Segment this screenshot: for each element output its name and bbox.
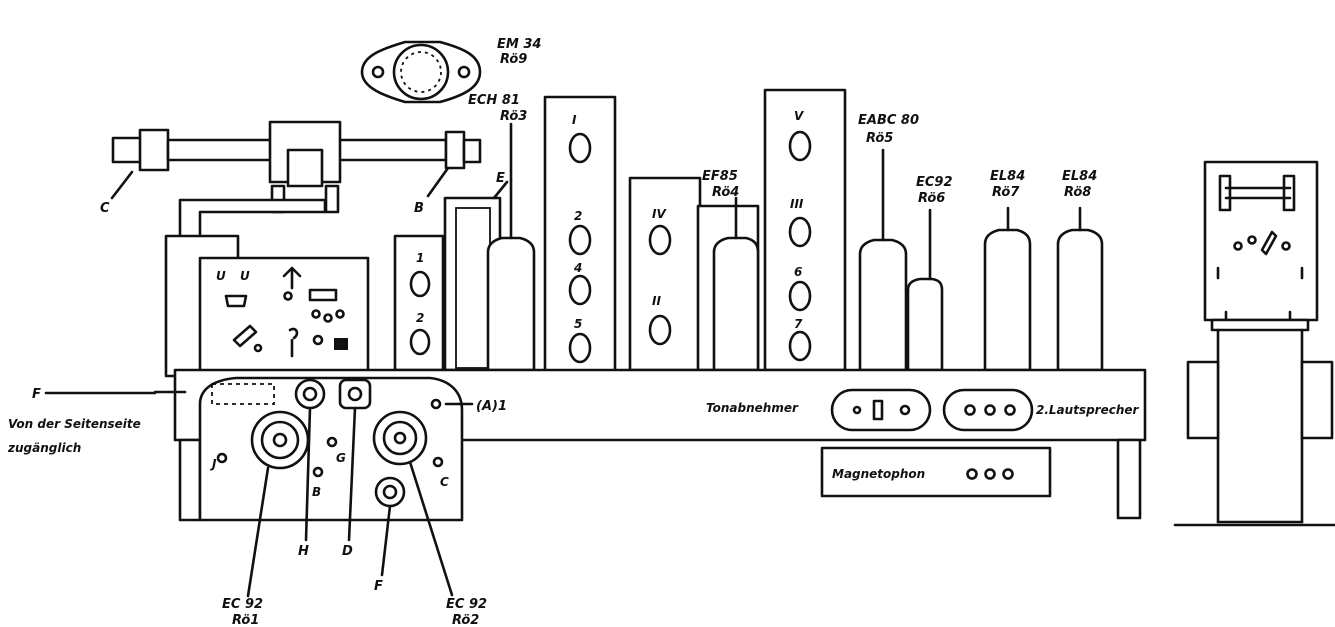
el84-b-tube <box>1056 206 1104 372</box>
ech81-ref: Rö3 <box>500 109 527 124</box>
note-line1: Von der Seitenseite <box>8 417 141 431</box>
label-a1: (A)1 <box>476 399 507 414</box>
lautsprecher-label: 2.Lautsprecher <box>1036 403 1140 417</box>
coil-num-1: 1 <box>416 251 424 265</box>
ech81-tube <box>443 178 536 372</box>
el84-a-tube <box>983 206 1032 372</box>
coil-label-5: V <box>794 109 805 123</box>
em34-ref: Rö9 <box>500 52 527 67</box>
coil-num-2b: 2 <box>574 209 582 223</box>
ef85-ref: Rö4 <box>712 185 739 200</box>
label-c: C <box>100 201 110 216</box>
em34-label: EM 34 <box>497 37 541 52</box>
ec92-bottom-left-label: EC 92 <box>222 597 263 612</box>
tuning-shaft <box>110 120 482 247</box>
el84-a-ref: Rö7 <box>992 185 1020 200</box>
ec92-right-ref: Rö6 <box>918 191 945 206</box>
eabc80-ref: Rö5 <box>866 131 893 146</box>
coil-can-middle <box>628 176 702 372</box>
label-f-bottom: F <box>374 579 383 594</box>
label-c-lower: C <box>440 475 449 489</box>
ec92-right-tube <box>906 208 944 372</box>
label-e: E <box>496 171 505 186</box>
el84-b-label: EL84 <box>1062 169 1097 184</box>
coil-can-tall-left <box>543 95 617 373</box>
ec92-bottom-right-label: EC 92 <box>446 597 487 612</box>
label-b: B <box>414 201 424 216</box>
coil-num-6: 6 <box>794 265 802 279</box>
ef85-tube <box>696 196 760 372</box>
ef85-label: EF85 <box>702 169 738 184</box>
tonabnehmer-socket <box>830 388 932 432</box>
ec92-right-label: EC92 <box>916 175 953 190</box>
coil-num-2: 2 <box>416 311 424 325</box>
tonabnehmer-label: Tonabnehmer <box>706 401 799 415</box>
label-f-left: F <box>32 387 41 402</box>
left-assembly: U U <box>164 234 370 378</box>
label-d: D <box>342 544 353 559</box>
eabc80-label: EABC 80 <box>858 113 919 128</box>
label-h: H <box>298 544 309 559</box>
side-view <box>1173 160 1335 527</box>
label-j: J <box>210 457 217 471</box>
coil-label-4: IV <box>652 207 667 221</box>
front-panel <box>153 376 474 598</box>
coil-can-left <box>393 234 445 372</box>
coil-label-1: I <box>572 113 577 127</box>
lautsprecher-socket <box>942 388 1034 432</box>
coil-num-4: 4 <box>573 261 582 275</box>
magnetophon-socket <box>820 446 1052 498</box>
svg-text:U: U <box>216 269 226 283</box>
svg-text:U: U <box>240 269 250 283</box>
ec92-bottom-right-ref: Rö2 <box>452 613 479 627</box>
coil-label-2: II <box>652 294 661 308</box>
coil-label-3: III <box>790 197 804 211</box>
ec92-bottom-left-ref: Rö1 <box>232 613 259 627</box>
note-line2: zugänglich <box>7 441 81 455</box>
el84-a-label: EL84 <box>990 169 1025 184</box>
coil-can-tall-right <box>763 88 847 372</box>
coil-num-5: 5 <box>574 317 582 331</box>
label-g: G <box>336 451 346 465</box>
coil-num-7: 7 <box>794 317 803 331</box>
eabc80-tube <box>858 148 908 372</box>
magnetophon-label: Magnetophon <box>832 467 925 481</box>
em34-tube <box>360 40 482 104</box>
label-b-lower: B <box>312 485 321 499</box>
ech81-label: ECH 81 <box>468 93 520 108</box>
el84-b-ref: Rö8 <box>1064 185 1091 200</box>
